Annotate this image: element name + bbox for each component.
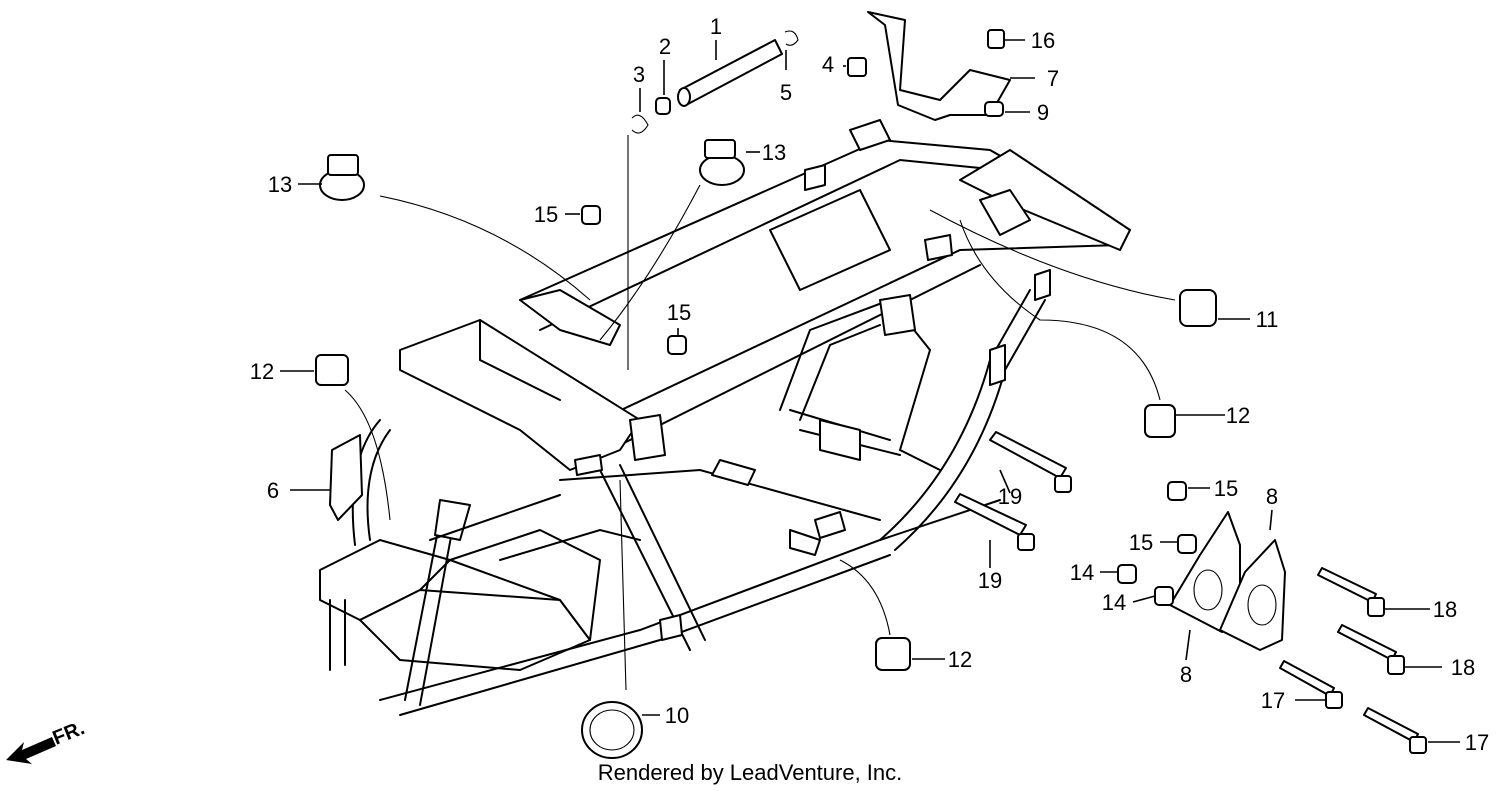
callout-18-lower: 18: [1451, 655, 1475, 680]
callout-19-upper: 19: [998, 484, 1022, 509]
part-11-clamp: [1179, 289, 1217, 327]
callout-12-bottom: 12: [948, 647, 972, 672]
front-direction-label: FR.: [50, 717, 88, 749]
callout-8-lower: 8: [1180, 662, 1192, 687]
callout-13-upper: 13: [762, 140, 786, 165]
part-13-band-left: [319, 154, 365, 201]
callout-14-lower: 14: [1102, 590, 1126, 615]
callout-5: 5: [780, 80, 792, 105]
part-19-bolts: [954, 431, 1072, 551]
part-9-nut: [984, 101, 1004, 117]
front-arrow-icon: [6, 737, 56, 764]
callout-8-upper: 8: [1266, 484, 1278, 509]
callout-14-upper: 14: [1070, 560, 1094, 585]
callout-15-center: 15: [667, 300, 691, 325]
part-5-clip: [784, 30, 799, 46]
callout-3: 3: [633, 62, 645, 87]
callout-9: 9: [1037, 100, 1049, 125]
callout-labels: 1 2 3 4 5 6 7 8 8 9 10 11 12 12 12 13 13…: [250, 14, 1489, 755]
callout-7: 7: [1047, 66, 1059, 91]
callout-15-right-lower: 15: [1129, 530, 1153, 555]
callout-2: 2: [659, 34, 671, 59]
callout-12-right: 12: [1226, 403, 1250, 428]
front-direction-indicator: FR.: [6, 717, 88, 764]
part-7-bracket: [867, 11, 1011, 121]
part-17-bolts: [1279, 660, 1427, 754]
callout-17-right: 17: [1465, 730, 1489, 755]
callout-18-upper: 18: [1433, 597, 1457, 622]
part-4-nut: [847, 57, 867, 77]
part-13-band-upper: [699, 139, 745, 186]
callout-19-lower: 19: [978, 568, 1002, 593]
callout-12-left: 12: [250, 359, 274, 384]
callout-15-right-upper: 15: [1214, 476, 1238, 501]
callout-4: 4: [822, 52, 834, 77]
part-12-clamp-bottom: [875, 637, 911, 671]
part-10-band: [581, 701, 643, 759]
render-credit: Rendered by LeadVenture, Inc.: [597, 760, 903, 785]
callout-11: 11: [1256, 307, 1279, 332]
callout-10: 10: [665, 703, 689, 728]
callout-1: 1: [710, 14, 722, 39]
part-12-clamp-right: [1144, 404, 1176, 438]
callout-16: 16: [1031, 28, 1055, 53]
part-1-pipe: [677, 39, 783, 107]
frame-body: [319, 119, 1131, 716]
part-15-nuts: [581, 205, 1197, 554]
part-18-bolts: [1317, 567, 1405, 675]
part-12-clamp-left: [315, 354, 349, 386]
part-8-plates: [1169, 511, 1286, 651]
callout-6: 6: [267, 478, 279, 503]
callout-13-left: 13: [268, 172, 292, 197]
callout-17-left: 17: [1261, 688, 1285, 713]
part-14-nuts: [1117, 564, 1174, 606]
callout-15-left: 15: [534, 202, 558, 227]
part-2-collar: [655, 97, 671, 115]
part-16-bolt: [987, 29, 1005, 49]
part-3-clip: [631, 114, 649, 134]
part-6-plate: [329, 434, 363, 521]
leader-lines: [280, 39, 1460, 743]
